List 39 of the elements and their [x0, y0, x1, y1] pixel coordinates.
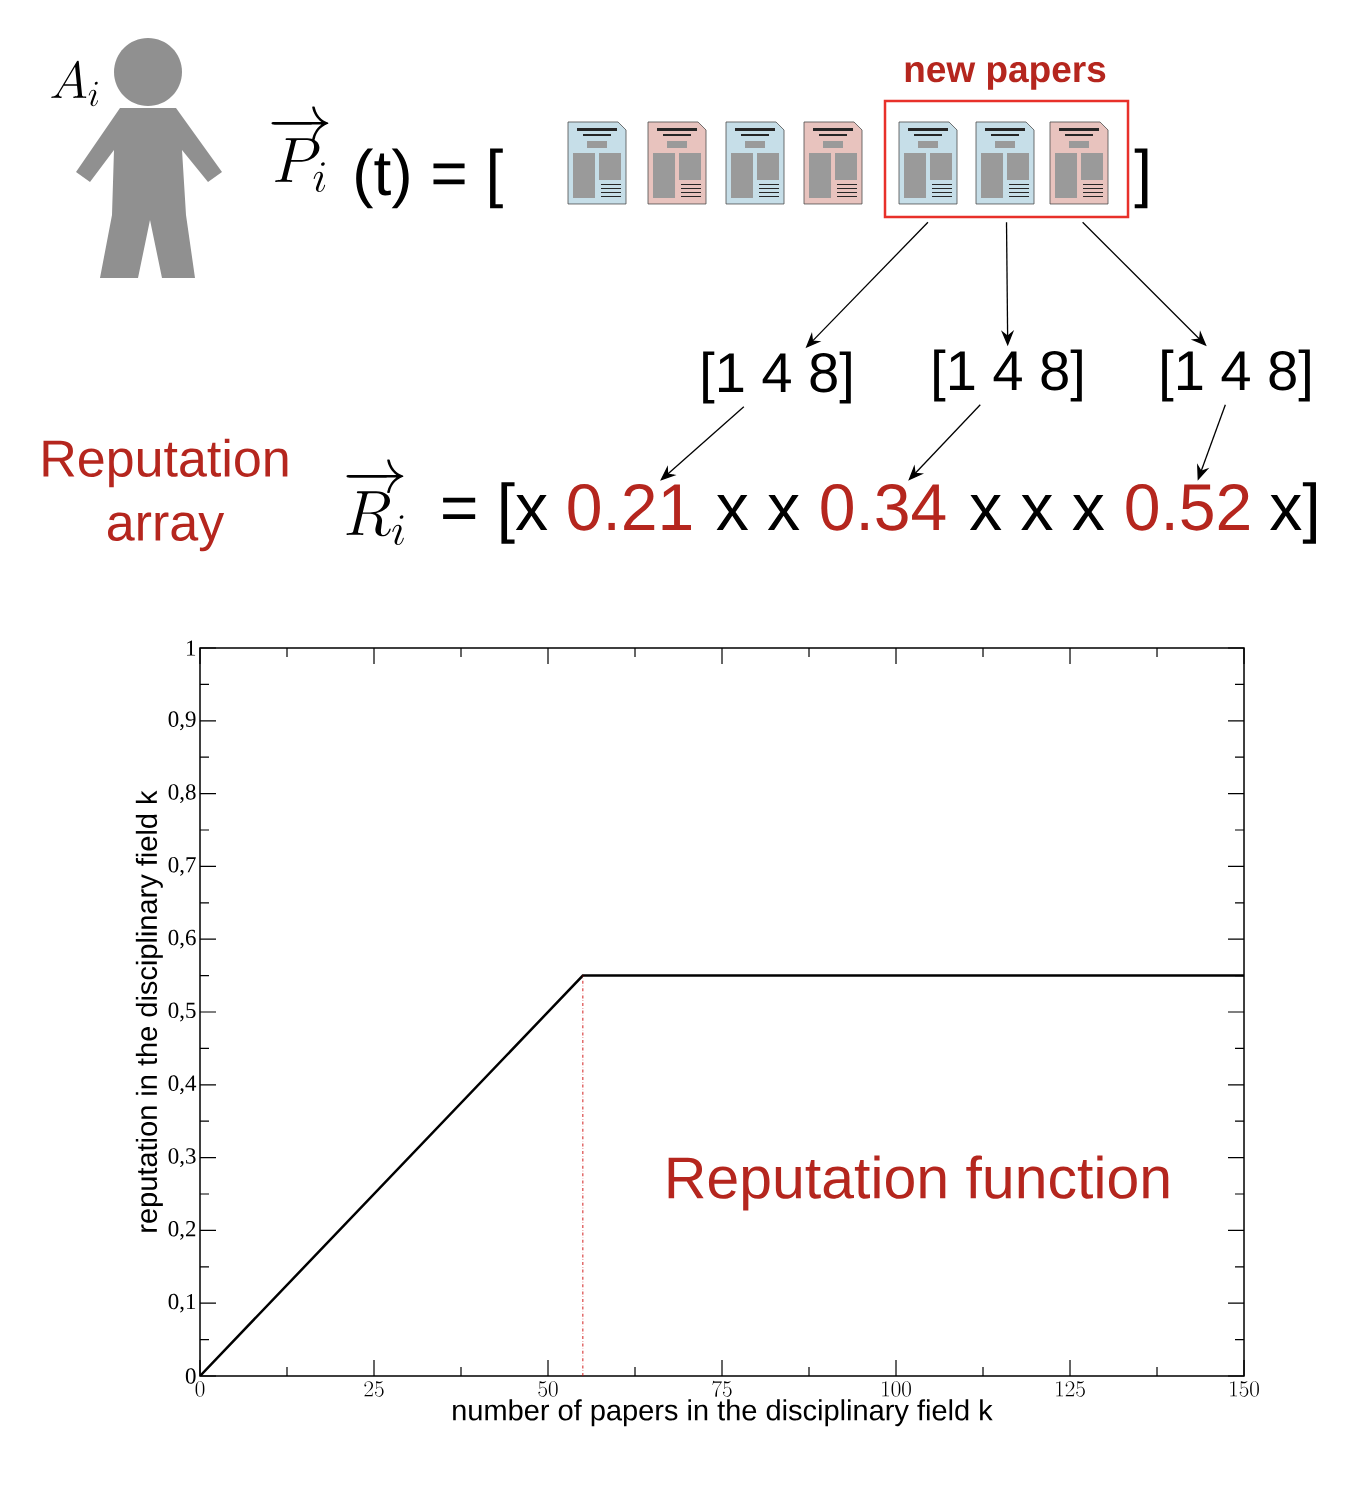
y-tick-label: 0 — [185, 1368, 196, 1384]
equation-text: x x — [716, 495, 800, 530]
agent-symbol: $A_i$ — [51, 60, 99, 107]
y-tick-label: 0,5 — [168, 1002, 196, 1022]
x-axis-title: number of papers in the disciplinary field k — [453, 1399, 993, 1427]
y-tick-label: 0,7 — [168, 856, 196, 876]
y-tick-label: 0,6 — [168, 929, 196, 949]
equation-text: x x x — [969, 495, 1105, 530]
vector-symbol: $\overrightarrow{R_i}$ — [346, 459, 404, 546]
x-tick-label: 75 — [712, 1380, 732, 1397]
y-tick-label: 0,1 — [168, 1293, 196, 1313]
y-axis-title: reputation in the disciplinary field k — [135, 790, 163, 1232]
arrow — [908, 404, 981, 481]
y-tick-label: 0,8 — [168, 784, 196, 804]
equation-text: (t) = [ — [356, 148, 503, 209]
y-tick-label: 1 — [186, 640, 196, 656]
vector-text: [1 4 8] — [1162, 349, 1310, 402]
y-tick-label: 0,2 — [168, 1220, 196, 1240]
equation-text: x] — [1270, 482, 1316, 544]
vector-text: [1 4 8] — [703, 351, 851, 404]
bracket: ] — [1134, 148, 1148, 209]
y-tick-label: 0,4 — [168, 1075, 197, 1095]
x-tick-label: 25 — [364, 1381, 384, 1397]
x-tick-label: 100 — [882, 1381, 911, 1397]
x-tick-label: 150 — [1230, 1381, 1259, 1397]
y-tick-label: 0,3 — [168, 1148, 196, 1168]
row-label: Reputation array — [43, 438, 288, 552]
box-heading: new papers — [905, 62, 1106, 90]
x-tick-label: 50 — [538, 1381, 558, 1397]
x-tick-label: 125 — [1056, 1381, 1085, 1397]
arrow — [660, 406, 745, 481]
y-tick-label: 0,9 — [168, 711, 196, 731]
reputation-value: 0.21 — [568, 483, 691, 531]
vector-symbol: $\overrightarrow{P_i}$ — [271, 106, 329, 193]
equation-text: = [x — [443, 482, 548, 544]
vector-text: [1 4 8] — [934, 349, 1082, 402]
chart-annotation: Reputation function — [668, 1155, 1169, 1211]
reputation-value: 0.52 — [1126, 483, 1249, 531]
reputation-value: 0.34 — [821, 483, 946, 531]
